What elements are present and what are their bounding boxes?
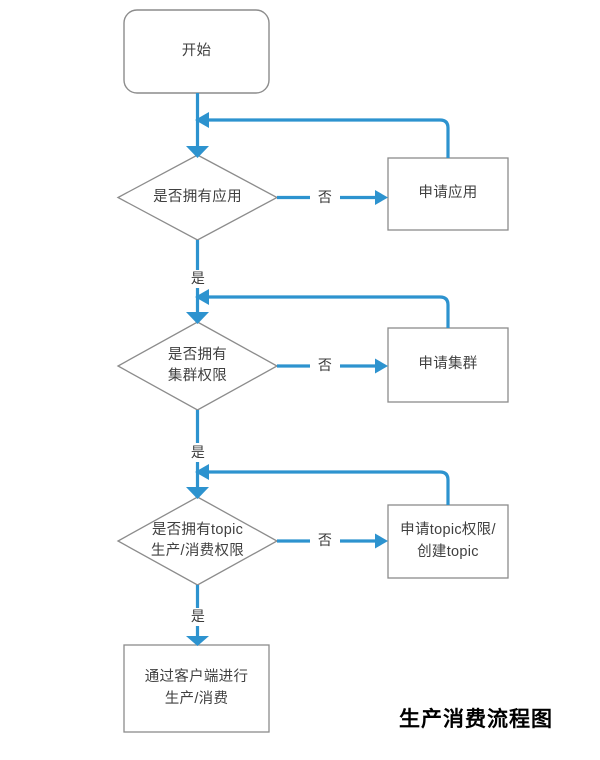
arrowhead-into-decision-app: [186, 146, 209, 158]
arrowhead-into-decision-cluster: [186, 312, 209, 324]
arrowhead-loopback-app: [195, 112, 209, 128]
arrowhead-into-client-box: [186, 636, 209, 646]
edge-label-no-cluster: 否: [317, 357, 333, 373]
edge-apply-cluster-loopback: [206, 295, 450, 328]
arrowhead-loopback-topic: [195, 464, 209, 480]
diagram-caption: 生产消费流程图: [399, 708, 553, 731]
node-apply-app-shape[interactable]: [387, 157, 509, 231]
edge-label-no-topic: 否: [317, 532, 333, 548]
node-client-produce-consume-shape[interactable]: [123, 644, 270, 733]
edge-apply-topic-loopback: [206, 470, 450, 505]
node-apply-topic-shape[interactable]: [387, 504, 509, 579]
arrowhead-loopback-cluster: [195, 289, 209, 305]
edge-label-yes-topic: 是: [190, 608, 206, 624]
node-decision-app-shape[interactable]: [116, 154, 279, 241]
arrowhead-into-apply-app: [375, 190, 388, 205]
edge-label-yes-cluster: 是: [190, 444, 206, 460]
edge-label-no-app: 否: [317, 189, 333, 205]
edge-label-yes-app: 是: [190, 270, 206, 286]
arrowhead-into-apply-cluster: [375, 358, 388, 374]
arrowheads: [186, 112, 388, 646]
node-apply-cluster-shape[interactable]: [387, 327, 509, 403]
edge-apply-app-loopback: [206, 118, 450, 158]
arrowhead-into-apply-topic: [375, 533, 388, 549]
node-decision-cluster-shape[interactable]: [116, 321, 279, 411]
node-start-shape[interactable]: [123, 9, 270, 94]
node-decision-topic-shape[interactable]: [116, 496, 279, 586]
arrowhead-into-decision-topic: [186, 487, 209, 499]
